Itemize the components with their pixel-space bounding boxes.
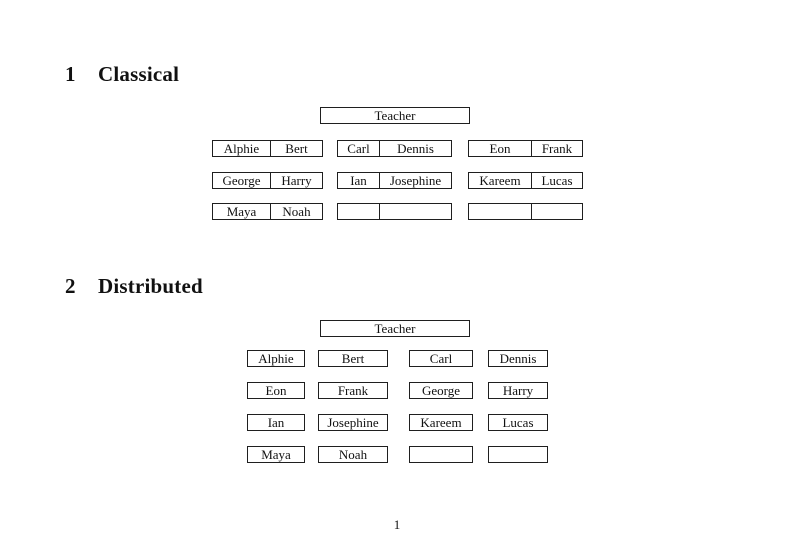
desk-single: Ian — [247, 414, 305, 431]
desk-pair: Ian Josephine — [337, 172, 452, 189]
desk-single: Noah — [318, 446, 388, 463]
section-number: 1 — [65, 62, 76, 86]
seat: Harry — [270, 173, 322, 188]
section-heading-distributed: 2 Distributed — [65, 274, 203, 298]
desk-single: Alphie — [247, 350, 305, 367]
page-number: 1 — [393, 517, 401, 532]
teacher-box: Teacher — [320, 320, 470, 337]
desk-single: Bert — [318, 350, 388, 367]
seat: Frank — [531, 141, 582, 156]
desk-single: George — [409, 382, 473, 399]
desk-pair: Kareem Lucas — [468, 172, 583, 189]
desk-pair: Maya Noah — [212, 203, 323, 220]
seat: Josephine — [379, 173, 451, 188]
seat: Ian — [350, 173, 367, 188]
seat-empty — [469, 204, 531, 219]
seat: George — [222, 173, 261, 188]
seat: Eon — [489, 141, 511, 156]
desk-pair-empty — [468, 203, 583, 220]
desk-single: Frank — [318, 382, 388, 399]
desk-pair-empty — [337, 203, 452, 220]
desk-single: Maya — [247, 446, 305, 463]
seat-empty — [379, 204, 451, 219]
desk-single: Harry — [488, 382, 548, 399]
desk-single-empty — [409, 446, 473, 463]
seat: Carl — [347, 141, 370, 156]
desk-pair: Carl Dennis — [337, 140, 452, 157]
seat: Bert — [270, 141, 322, 156]
seat-empty — [338, 204, 379, 219]
desk-single: Kareem — [409, 414, 473, 431]
section-heading-classical: 1 Classical — [65, 62, 179, 86]
seat: Noah — [270, 204, 322, 219]
desk-pair: Eon Frank — [468, 140, 583, 157]
desk-single: Dennis — [488, 350, 548, 367]
seat-empty — [531, 204, 582, 219]
seat: Dennis — [379, 141, 451, 156]
teacher-box: Teacher — [320, 107, 470, 124]
desk-single: Josephine — [318, 414, 388, 431]
section-number: 2 — [65, 274, 76, 298]
desk-pair: Alphie Bert — [212, 140, 323, 157]
desk-pair: George Harry — [212, 172, 323, 189]
seat: Kareem — [479, 173, 521, 188]
desk-single: Eon — [247, 382, 305, 399]
desk-single: Lucas — [488, 414, 548, 431]
seat: Lucas — [531, 173, 582, 188]
section-title: Classical — [98, 62, 180, 86]
desk-single-empty — [488, 446, 548, 463]
desk-single: Carl — [409, 350, 473, 367]
section-title: Distributed — [98, 274, 203, 298]
seat: Alphie — [223, 141, 260, 156]
seat: Maya — [226, 204, 257, 219]
